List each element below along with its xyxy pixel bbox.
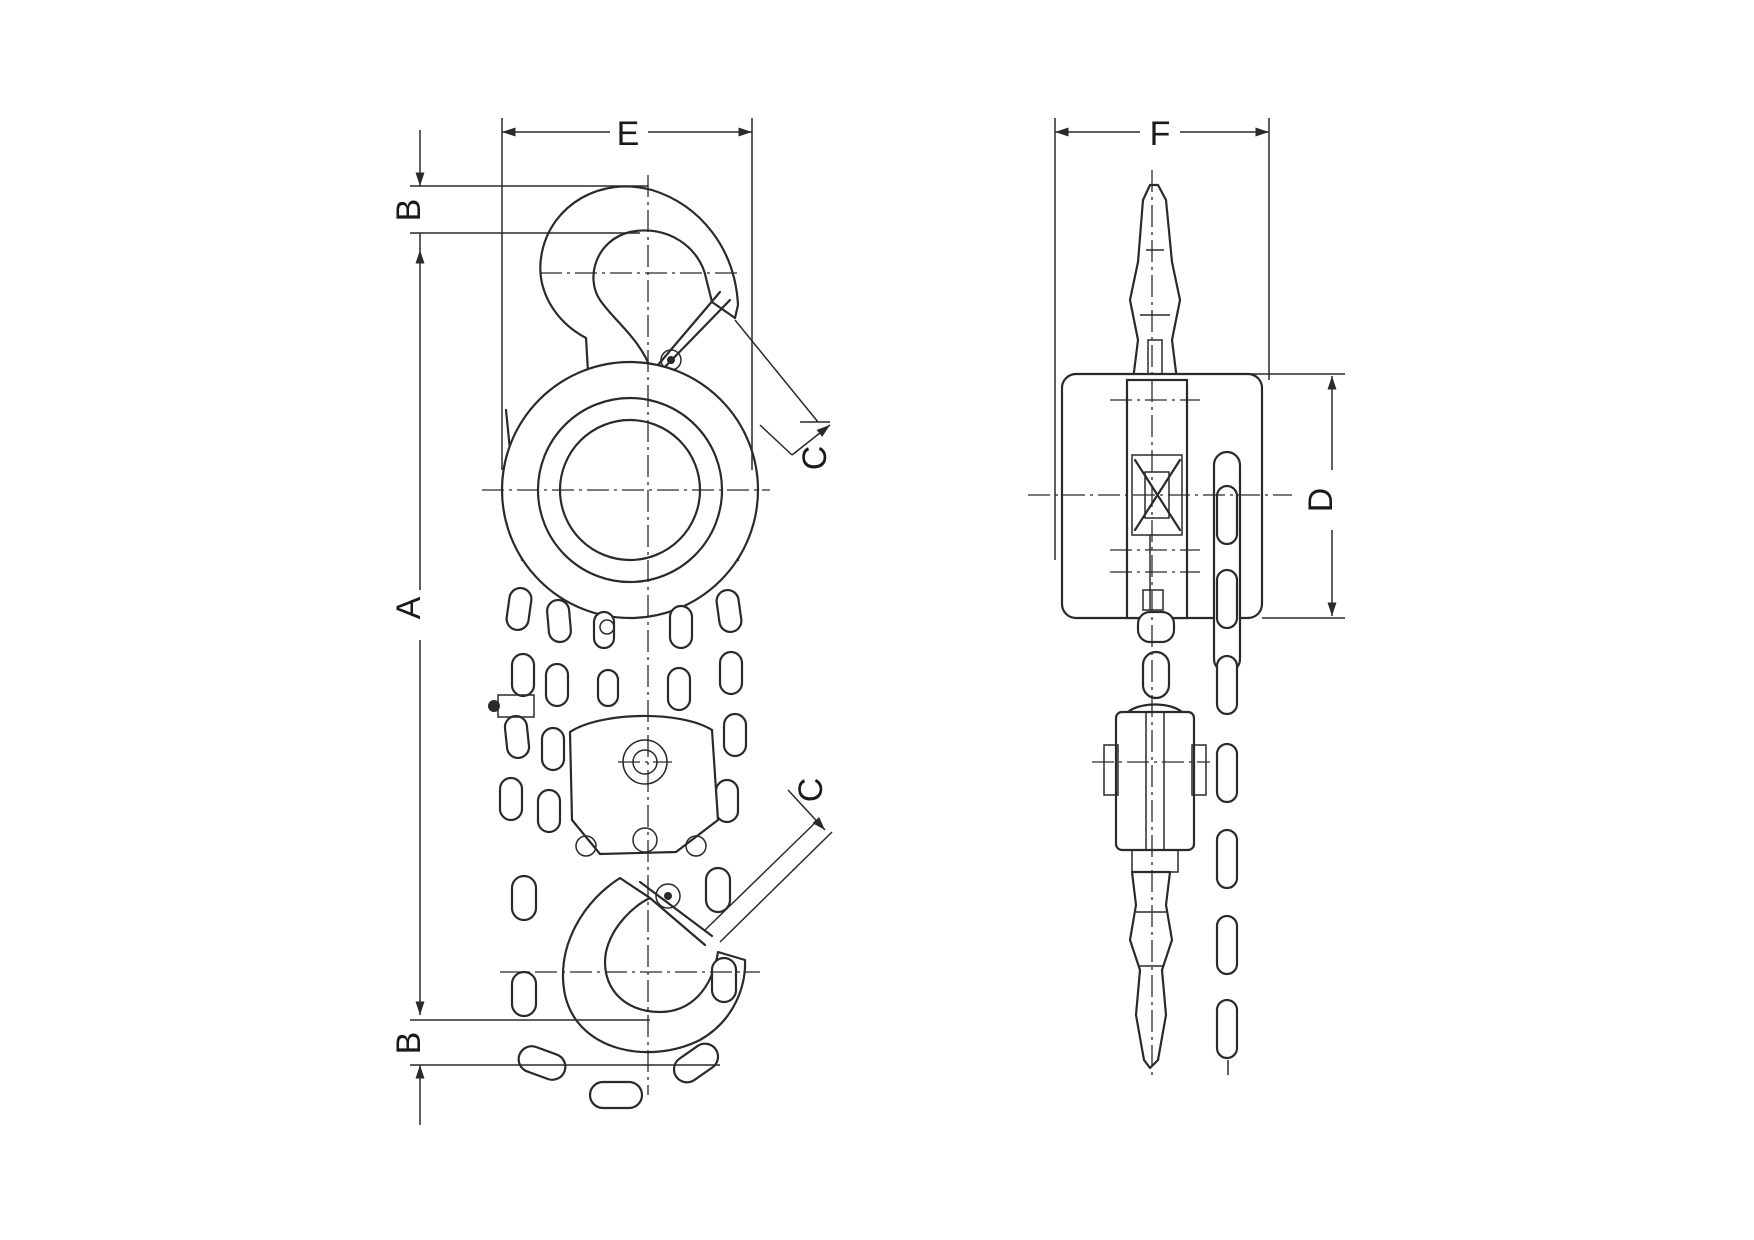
load-chain [592,610,620,708]
hand-chain [488,586,748,834]
label-c-top: C [796,446,834,471]
side-center-lines [1028,170,1292,1080]
label-a: A [390,596,428,619]
label-c-bottom: C [792,778,830,803]
label-f: F [1150,115,1171,153]
bottom-hook [561,876,747,1054]
dimension-labels: E F A B B C C D [390,115,1340,1054]
label-d: D [1302,488,1340,513]
dimension-lines [410,118,1345,1125]
side-top-hook [1128,183,1182,390]
front-view [482,175,770,1110]
hand-chain-loop [510,866,738,1110]
side-view [1028,170,1292,1080]
bottom-block [568,714,720,857]
label-b-bottom: B [390,1032,428,1055]
side-load-chain [1103,535,1207,873]
front-center-lines [482,175,770,1095]
label-e: E [617,115,640,153]
side-hand-chain [1212,450,1242,1075]
side-housing [1060,372,1264,620]
top-hook [539,185,740,374]
label-b-top: B [390,199,428,222]
side-bottom-hook [1128,870,1174,1070]
